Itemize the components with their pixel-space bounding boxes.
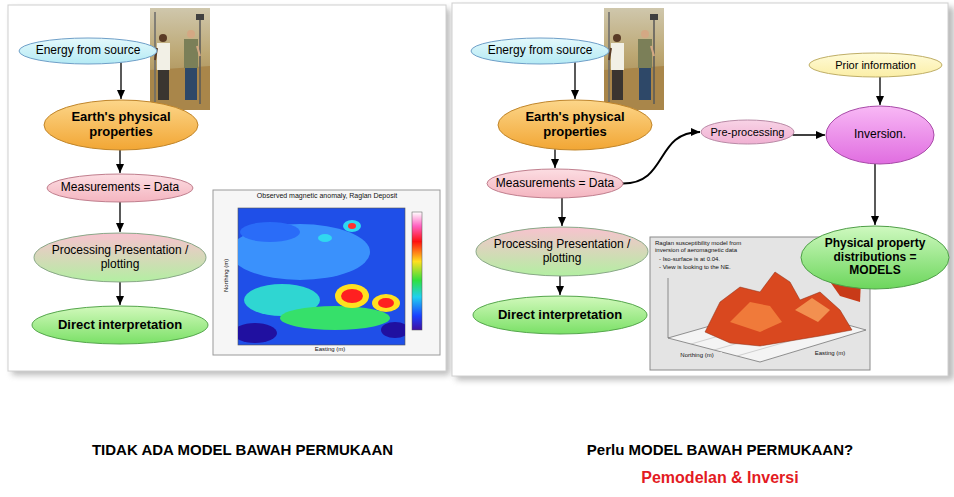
anomaly-zone bbox=[240, 222, 300, 242]
anomaly-zone bbox=[335, 284, 369, 308]
process-ellipse: Energy from source bbox=[470, 37, 610, 65]
magnetic-map bbox=[213, 190, 440, 355]
node-text: Inversion. bbox=[854, 128, 906, 142]
flow-arrow bbox=[120, 62, 121, 99]
caption-text: Pemodelan & Inversi bbox=[505, 469, 935, 487]
figure-label: Northing (m) bbox=[672, 352, 722, 359]
panel bbox=[8, 5, 446, 371]
ellipse-outline bbox=[47, 174, 193, 202]
ellipse-outline bbox=[34, 233, 206, 282]
process-ellipse: Measurements = Data bbox=[46, 173, 194, 203]
process-ellipse: Processing Presentation / plotting bbox=[33, 232, 207, 283]
figure-label: Easting (m) bbox=[295, 346, 365, 353]
anomaly-zone bbox=[381, 322, 405, 338]
anomaly-peak bbox=[348, 223, 356, 229]
process-ellipse: Direct interpretation bbox=[472, 295, 648, 335]
flow-arrow bbox=[793, 134, 825, 135]
ellipse-outline bbox=[471, 38, 609, 64]
ellipse-outline bbox=[826, 106, 934, 164]
ellipse-outline bbox=[809, 53, 942, 77]
flow-arrow bbox=[559, 276, 560, 295]
figure-label: - Iso-surface is at 0.04. bbox=[659, 256, 759, 263]
ellipse-outline bbox=[487, 169, 623, 198]
iso-surface bbox=[795, 298, 830, 322]
figure-label: Easting (m) bbox=[805, 350, 855, 357]
field-photo bbox=[150, 8, 210, 110]
anomaly-zone bbox=[318, 234, 332, 242]
process-ellipse: Prior information bbox=[808, 52, 943, 78]
figure-label: Raglan susceptibility model from inversi… bbox=[655, 240, 767, 254]
process-ellipse: Pre-processing bbox=[700, 119, 795, 145]
ellipse-outline bbox=[476, 227, 648, 276]
node-text: Measurements = Data bbox=[61, 181, 179, 195]
ellipse-outline bbox=[19, 38, 157, 64]
flow-arrow bbox=[554, 149, 555, 168]
anomaly-peak bbox=[341, 289, 363, 303]
process-ellipse: Energy from source bbox=[18, 37, 158, 65]
process-ellipse: Physical property distributions = MODELS bbox=[800, 225, 950, 290]
anomaly-zone bbox=[280, 306, 390, 330]
field-photo bbox=[604, 8, 664, 110]
anomaly-zone bbox=[372, 294, 400, 312]
ellipse-outline bbox=[473, 296, 647, 334]
flow-arrow bbox=[119, 150, 120, 173]
process-ellipse: Direct interpretation bbox=[31, 305, 209, 345]
node-text: Measurements = Data bbox=[496, 177, 614, 191]
flow-arrow bbox=[874, 164, 875, 225]
figure-label: - View is looking to the NE. bbox=[659, 264, 759, 271]
ellipse-outline bbox=[801, 226, 949, 289]
process-ellipse: Earth's physical properties bbox=[43, 99, 199, 151]
ellipse-outline bbox=[44, 100, 198, 150]
node-text: Earth's physical properties bbox=[60, 110, 182, 140]
caption-text: Perlu MODEL BAWAH PERMUKAAN? bbox=[505, 441, 935, 458]
color-bar bbox=[412, 212, 422, 330]
anomaly-zone bbox=[238, 323, 277, 343]
anomaly-zone bbox=[343, 220, 361, 232]
flow-arrow bbox=[561, 198, 562, 226]
process-ellipse: Inversion. bbox=[825, 105, 935, 165]
process-ellipse: Processing Presentation / plotting bbox=[475, 226, 649, 277]
node-text: Pre-processing bbox=[711, 126, 785, 139]
flow-arrow bbox=[119, 282, 120, 305]
node-text: Energy from source bbox=[488, 44, 593, 58]
ellipse-outline bbox=[498, 100, 652, 150]
map-frame bbox=[213, 190, 440, 355]
caption-text: TIDAK ADA MODEL BAWAH PERMUKAAN bbox=[30, 441, 455, 458]
node-text: Energy from source bbox=[36, 44, 141, 58]
iso-surface bbox=[705, 272, 852, 346]
node-text: Earth's physical properties bbox=[514, 110, 636, 140]
flow-arrow bbox=[574, 62, 575, 99]
anomaly-peak bbox=[378, 298, 394, 308]
ellipse-outline bbox=[701, 120, 794, 144]
node-text: Direct interpretation bbox=[498, 308, 622, 323]
node-text: Processing Presentation / plotting bbox=[492, 238, 632, 266]
node-text: Physical property distributions = MODELS bbox=[820, 237, 930, 278]
node-text: Processing Presentation / plotting bbox=[50, 244, 190, 272]
ellipse-outline bbox=[32, 306, 208, 344]
anomaly bbox=[238, 220, 405, 343]
flow-arrow bbox=[879, 77, 880, 105]
node-text: Direct interpretation bbox=[58, 318, 182, 333]
process-ellipse: Measurements = Data bbox=[486, 168, 624, 199]
iso-surface bbox=[730, 302, 782, 332]
figure-label: Observed magnetic anomaly, Raglan Deposi… bbox=[222, 192, 432, 200]
figure-label: Northing (m) bbox=[223, 245, 230, 305]
flow-arrow bbox=[119, 202, 120, 232]
process-ellipse: Earth's physical properties bbox=[497, 99, 653, 151]
node-text: Prior information bbox=[835, 59, 916, 72]
panel bbox=[452, 3, 948, 376]
model-axis bbox=[668, 278, 669, 338]
